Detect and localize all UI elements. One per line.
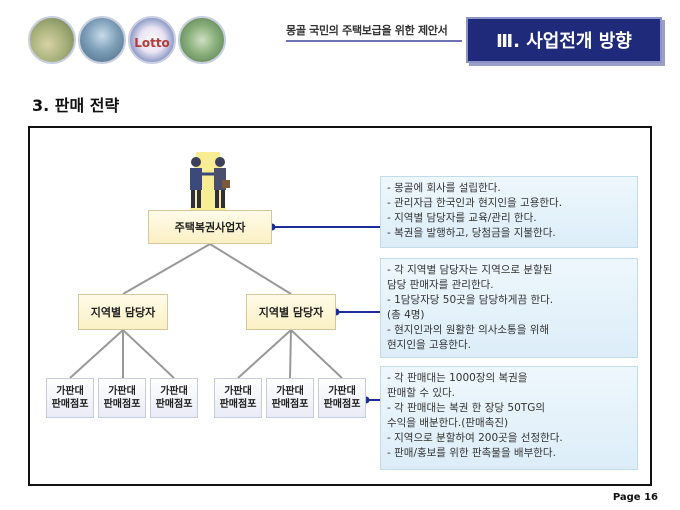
- connector-mid2-leaf1: [237, 329, 292, 379]
- info-line: 수익을 배분한다.(판매촉진): [387, 417, 509, 429]
- handshake-illustration: [190, 152, 230, 210]
- info-line: - 몽골에 회사를 설립한다.: [387, 182, 501, 194]
- outlet-line-1: 가판대: [160, 386, 188, 397]
- info-line: - 지역별 담당자를 교육/관리 한다.: [387, 212, 537, 224]
- photo-lotto-label: Lotto: [134, 36, 170, 50]
- page-number: Page 16: [612, 492, 658, 503]
- page-title: 3. 판매 전략: [32, 96, 120, 115]
- info-line: - 현지인과의 원활한 의사소통을 위해: [387, 324, 550, 336]
- org-node-outlet: 가판대 판매점포: [46, 378, 94, 418]
- info-line: (총 4명): [387, 309, 425, 321]
- connector-top-left: [122, 243, 211, 295]
- org-node-outlet: 가판대 판매점포: [266, 378, 314, 418]
- outlet-line-2: 판매점포: [103, 399, 141, 410]
- org-node-regional-manager: 지역별 담당자: [246, 294, 336, 330]
- info-box-outlets: - 각 판매대는 1000장의 복권을 판매할 수 있다. - 각 판매대는 복…: [380, 366, 638, 470]
- outlet-line-1: 가판대: [276, 386, 304, 397]
- info-line: - 1담당자당 50곳을 담당하게끔 한다.: [387, 294, 554, 306]
- info-line: - 지역으로 분할하여 200곳을 선정한다.: [387, 432, 563, 444]
- info-box-managers: - 각 지역별 담당자는 지역으로 분할된 담당 판매자를 관리한다. - 1담…: [380, 258, 638, 358]
- org-node-outlet: 가판대 판매점포: [98, 378, 146, 418]
- outlet-line-2: 판매점포: [271, 399, 309, 410]
- outlet-line-2: 판매점포: [51, 399, 89, 410]
- org-node-regional-manager: 지역별 담당자: [78, 294, 168, 330]
- outlet-line-2: 판매점포: [323, 399, 361, 410]
- org-node-lottery-operator: 주택복권사업자: [148, 210, 272, 244]
- outlet-line-1: 가판대: [108, 386, 136, 397]
- info-line: 담당 판매자를 관리한다.: [387, 279, 494, 291]
- outlet-line-2: 판매점포: [155, 399, 193, 410]
- org-node-outlet: 가판대 판매점포: [150, 378, 198, 418]
- section-badge: Ⅲ. 사업전개 방향: [466, 17, 662, 63]
- document-subtitle: 몽골 국민의 주택보급을 위한 제안서: [286, 24, 448, 37]
- info-line: - 복권을 발행하고, 당첨금을 지불한다.: [387, 227, 556, 239]
- connector-mid1-leaf1: [69, 329, 124, 379]
- info-line: 판매할 수 있다.: [387, 387, 455, 399]
- photo-city: [78, 16, 126, 64]
- photo-crowd: [178, 16, 226, 64]
- info-line: - 관리자급 한국인과 현지인을 고용한다.: [387, 197, 563, 209]
- info-line: 현지인을 고용한다.: [387, 339, 471, 351]
- header-photo-strip: Lotto: [28, 16, 228, 66]
- photo-landscape: [28, 16, 76, 64]
- outlet-line-1: 가판대: [328, 386, 356, 397]
- outlet-line-1: 가판대: [224, 386, 252, 397]
- connector-mid2-leaf3: [290, 329, 343, 379]
- info-line: - 판매/홍보를 위한 판촉물을 배부한다.: [387, 447, 556, 459]
- org-node-outlet: 가판대 판매점포: [318, 378, 366, 418]
- org-node-outlet: 가판대 판매점포: [214, 378, 262, 418]
- outlet-line-2: 판매점포: [219, 399, 257, 410]
- connector-mid1-leaf3: [122, 329, 175, 379]
- outlet-line-1: 가판대: [56, 386, 84, 397]
- connector-lines: [69, 223, 380, 404]
- info-line: - 각 판매대는 1000장의 복권을: [387, 372, 528, 384]
- header-divider: [286, 40, 462, 42]
- connector-mid2-leaf2: [289, 329, 292, 379]
- info-line: - 각 판매대는 복권 한 장당 50TG의: [387, 402, 545, 414]
- photo-lotto: Lotto: [128, 16, 176, 64]
- connector-top-right: [209, 243, 292, 295]
- info-line: - 각 지역별 담당자는 지역으로 분할된: [387, 264, 553, 276]
- sales-strategy-diagram: 주택복권사업자 지역별 담당자 지역별 담당자 가판대 판매점포 가판대 판매점…: [28, 126, 652, 486]
- info-box-operator: - 몽골에 회사를 설립한다. - 관리자급 한국인과 현지인을 고용한다. -…: [380, 176, 638, 248]
